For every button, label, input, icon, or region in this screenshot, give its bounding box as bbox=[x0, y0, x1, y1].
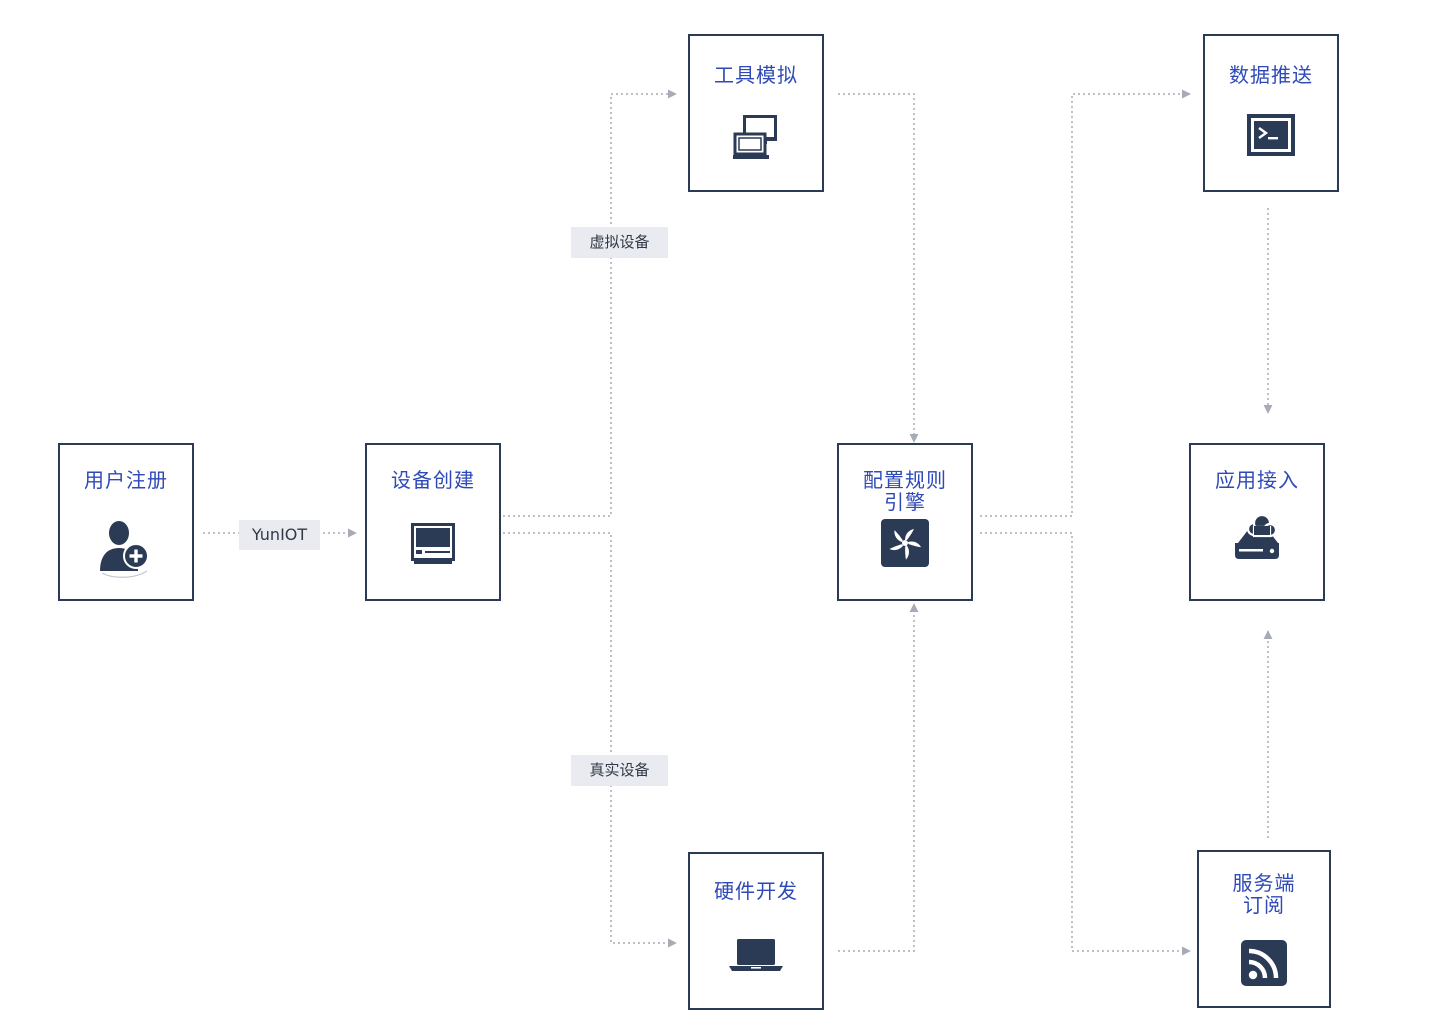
rss-icon bbox=[1241, 940, 1287, 986]
connector-tool-rule bbox=[838, 93, 919, 443]
node-label: 工具模拟 bbox=[714, 63, 798, 87]
node-label: 应用接入 bbox=[1215, 468, 1299, 492]
tag-real-device: 真实设备 bbox=[571, 755, 668, 786]
node-server-subscribe[interactable]: 服务端 订阅 bbox=[1197, 850, 1331, 1008]
tag-yuniot: YunIOT bbox=[239, 520, 320, 550]
node-rule-engine[interactable]: 配置规则 引擎 bbox=[837, 443, 973, 601]
terminal-icon bbox=[1247, 114, 1295, 156]
fan-icon bbox=[881, 519, 929, 567]
node-label: 配置规则 引擎 bbox=[863, 468, 947, 514]
connector-device-hardware bbox=[503, 532, 677, 948]
computers-icon bbox=[733, 115, 777, 159]
connector-rule-subscribe bbox=[980, 532, 1191, 956]
device-screen-icon bbox=[411, 523, 455, 564]
connector-rule-push bbox=[980, 89, 1191, 517]
node-label: 硬件开发 bbox=[714, 879, 798, 903]
node-label: 服务端 订阅 bbox=[1232, 871, 1296, 917]
connector-device-tool bbox=[503, 89, 677, 517]
cloud-drive-icon bbox=[1235, 513, 1279, 559]
node-data-push[interactable]: 数据推送 bbox=[1203, 34, 1339, 192]
node-label: 用户注册 bbox=[84, 468, 168, 492]
tag-virtual-device: 虚拟设备 bbox=[571, 227, 668, 258]
node-hardware-dev[interactable]: 硬件开发 bbox=[688, 852, 824, 1010]
node-device-create[interactable]: 设备创建 bbox=[365, 443, 501, 601]
user-add-icon bbox=[100, 521, 149, 578]
laptop-icon bbox=[729, 939, 783, 971]
node-label: 数据推送 bbox=[1229, 63, 1313, 87]
node-label: 设备创建 bbox=[391, 468, 475, 492]
node-app-access[interactable]: 应用接入 bbox=[1189, 443, 1325, 601]
connector-hardware-rule bbox=[838, 603, 919, 952]
node-user-register[interactable]: 用户注册 bbox=[58, 443, 194, 601]
node-tool-simulate[interactable]: 工具模拟 bbox=[688, 34, 824, 192]
